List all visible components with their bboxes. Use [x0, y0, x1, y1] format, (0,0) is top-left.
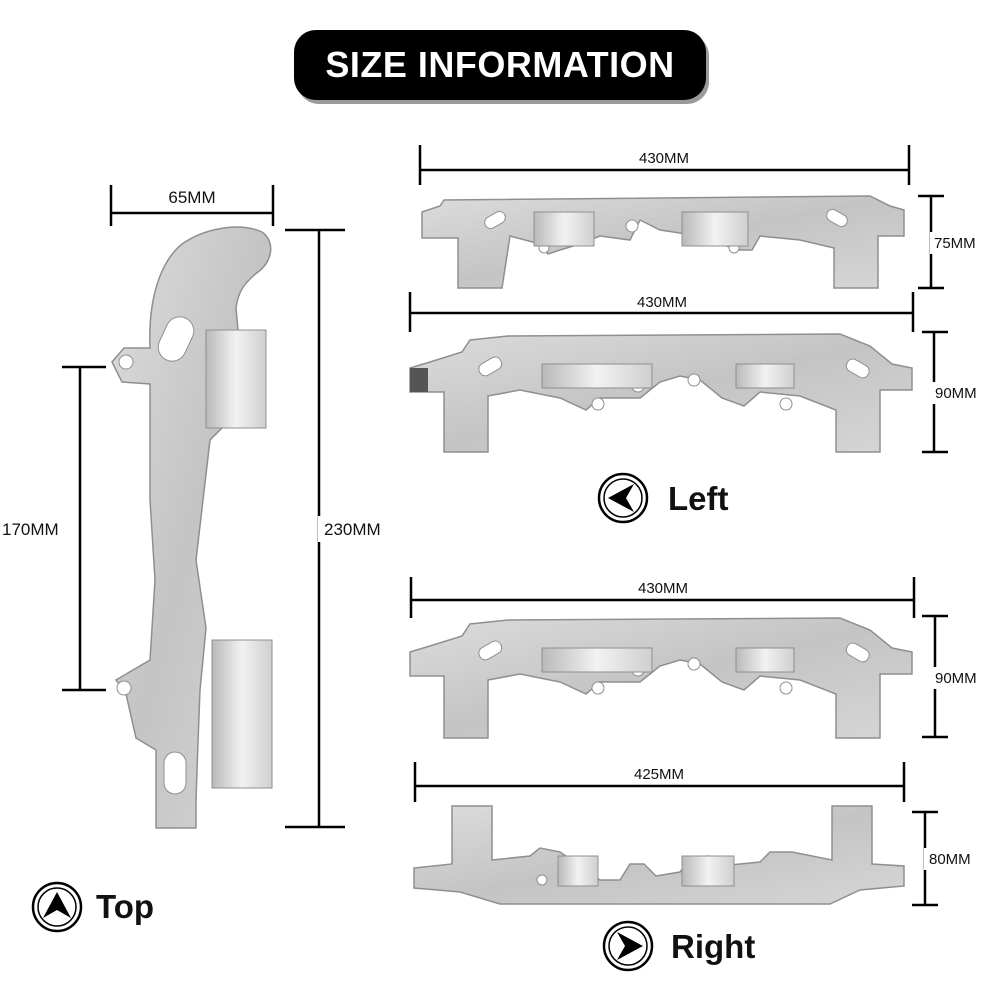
right-2-height-label: 80MM [929, 851, 971, 868]
title-banner: SIZE INFORMATION [294, 30, 706, 100]
dimension-170mm: 170MM [0, 365, 106, 692]
right-1-height-label: 90MM [935, 670, 977, 687]
right-label: Right [671, 928, 755, 965]
dimension-left-1-height: 75MM [918, 194, 988, 290]
right-1-width-label: 430MM [638, 580, 688, 597]
left-bracket-2 [409, 333, 913, 453]
dimension-left-2-height: 90MM [922, 330, 994, 454]
right-bracket-1 [409, 617, 913, 739]
page-title: SIZE INFORMATION [325, 44, 675, 85]
right-bracket-2 [413, 805, 905, 905]
top-height-label: 230MM [324, 520, 381, 539]
top-width-label: 65MM [168, 188, 215, 207]
dimension-right-1-height: 90MM [922, 614, 994, 739]
dimension-right-2-height: 80MM [912, 810, 984, 907]
top-view-label: Top [31, 881, 154, 933]
hole-span-label: 170MM [2, 520, 59, 539]
left-view-label: Left [597, 472, 729, 524]
top-bracket [111, 226, 273, 829]
right-2-width-label: 425MM [634, 766, 684, 783]
dimension-left-1-width: 430MM [418, 145, 911, 185]
left-1-height-label: 75MM [934, 235, 976, 252]
left-2-width-label: 430MM [637, 294, 687, 311]
dimension-230mm: 230MM [285, 228, 400, 829]
dimension-left-2-width: 430MM [408, 292, 915, 332]
left-label: Left [668, 480, 729, 517]
dimension-65mm: 65MM [109, 185, 275, 226]
right-view-label: Right [602, 920, 755, 972]
top-label: Top [96, 888, 154, 925]
dimension-right-2-width: 425MM [413, 762, 906, 802]
dimension-right-1-width: 430MM [409, 577, 916, 618]
left-2-height-label: 90MM [935, 385, 977, 402]
left-1-width-label: 430MM [639, 150, 689, 167]
left-bracket-1 [421, 195, 905, 289]
